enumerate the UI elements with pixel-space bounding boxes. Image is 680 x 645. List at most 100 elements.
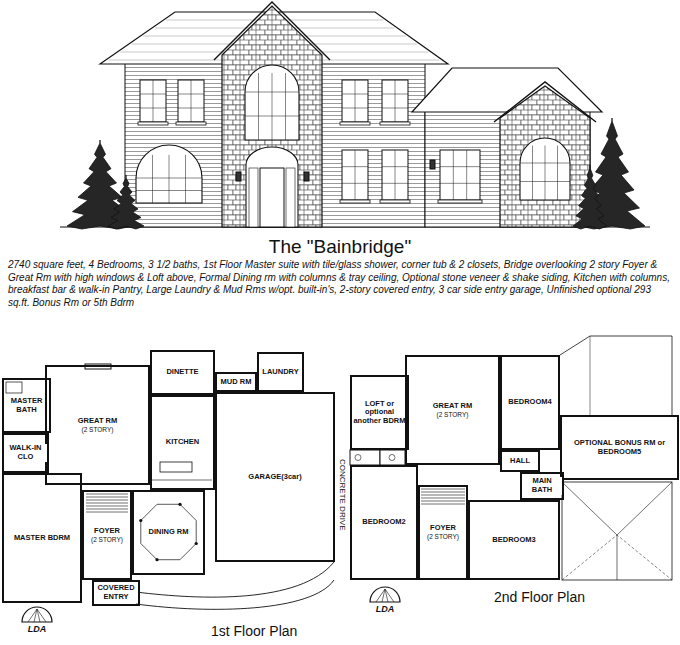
first-floor-details (6, 364, 334, 609)
stair-tread (421, 489, 465, 490)
room-note: (2 STORY) (426, 533, 460, 540)
window-muntin (520, 181, 570, 182)
house-elevation (60, 2, 650, 229)
window-muntin (382, 94, 408, 95)
room-name: LAUNDRY (261, 368, 299, 377)
window-sill (340, 122, 370, 125)
window-muntin (245, 92, 299, 93)
front-door (246, 147, 298, 227)
plan-title: The "Bainbridge" (0, 236, 680, 258)
roof-ridge (590, 336, 591, 415)
window-sill (138, 122, 168, 125)
window-sill (438, 200, 482, 203)
walkway-edge (136, 580, 334, 609)
window-muntin (453, 150, 454, 200)
window-muntin (440, 166, 480, 167)
window-muntin (342, 108, 368, 109)
sidelight (249, 168, 258, 227)
window-sill (340, 200, 370, 203)
window-frame (382, 150, 408, 200)
evergreen-tree (108, 175, 144, 229)
bath-fixtures (350, 450, 380, 465)
window (138, 80, 168, 125)
stair-tread (421, 501, 465, 502)
column (155, 558, 158, 561)
window-muntin (153, 80, 154, 122)
room-box: MUD RM (215, 372, 257, 392)
window-muntin (355, 150, 356, 200)
bath-fixtures (380, 450, 405, 465)
window-muntin (285, 73, 286, 140)
roof-outline (560, 336, 672, 415)
door-leaf (260, 168, 284, 227)
drive-label: CONCRETE DRIVE (338, 458, 347, 532)
arch-frame (520, 138, 570, 200)
window-muntin (169, 155, 170, 203)
window-muntin (136, 190, 202, 191)
window-muntin (178, 94, 204, 95)
room-name: BEDROOM4 (507, 398, 552, 407)
window-muntin (342, 94, 368, 95)
logo-ray (385, 589, 394, 602)
garage-roof-outline (562, 482, 672, 580)
window-muntin (382, 108, 408, 109)
arched-window (136, 145, 202, 203)
stair-tread (421, 495, 465, 496)
window-sill (380, 122, 410, 125)
window-muntin (395, 150, 396, 200)
room-name: BEDROOM2 (361, 518, 406, 527)
toilet (355, 455, 361, 461)
window (340, 80, 370, 125)
window-muntin (258, 73, 259, 140)
arch-frame (136, 145, 202, 203)
wing-roof (412, 68, 602, 112)
room-note: (2 STORY) (81, 426, 115, 433)
window (176, 80, 206, 125)
room-name: FOYER (93, 527, 121, 536)
room-name: GREAT RM (77, 417, 118, 426)
logo-text: LDA (27, 624, 48, 634)
arched-window (520, 138, 570, 200)
window-muntin (395, 80, 396, 122)
window-muntin (136, 178, 202, 179)
roof-hip-line (562, 482, 672, 535)
room-box: COVERED ENTRY (92, 580, 140, 606)
sidelight (286, 168, 295, 227)
logo-ray (34, 609, 37, 622)
window-muntin (185, 155, 186, 203)
window (380, 80, 410, 125)
room-name: FOYER (429, 524, 457, 533)
corner-tub (6, 382, 22, 393)
plan-description: 2740 square feet, 4 Bedrooms, 3 1/2 bath… (8, 259, 672, 309)
room-name: MASTER BDRM (13, 534, 71, 543)
window-frame (440, 150, 480, 200)
window-muntin (245, 116, 299, 117)
roof-ridge (617, 535, 618, 580)
window-muntin (152, 155, 153, 203)
logo-ray (37, 609, 46, 622)
room-box: MASTER BATH (2, 378, 51, 433)
room-box: BEDROOM3 (468, 500, 560, 580)
room-box: LAUNDRY (257, 352, 304, 392)
room-box: LOFT or optional another BDRM (350, 375, 409, 450)
window (380, 150, 410, 203)
window-muntin (557, 146, 558, 201)
window-muntin (342, 166, 368, 167)
bump-gable-trim (494, 82, 596, 122)
window (340, 150, 370, 203)
stair-tread (421, 492, 465, 493)
room-name: OPTIONAL BONUS RM or BEDROOM5 (562, 439, 677, 456)
room-name: GARAGE(3car) (247, 473, 302, 482)
room-box: WALK-IN CLO (2, 433, 49, 473)
window-muntin (140, 94, 166, 95)
stone-tower (222, 6, 322, 227)
wall-lamp (236, 172, 241, 181)
stair-tread (86, 503, 128, 504)
window-sill (380, 200, 410, 203)
logo-ray (376, 589, 385, 602)
arched-window (245, 65, 299, 140)
column (139, 519, 142, 522)
sink (389, 455, 395, 461)
